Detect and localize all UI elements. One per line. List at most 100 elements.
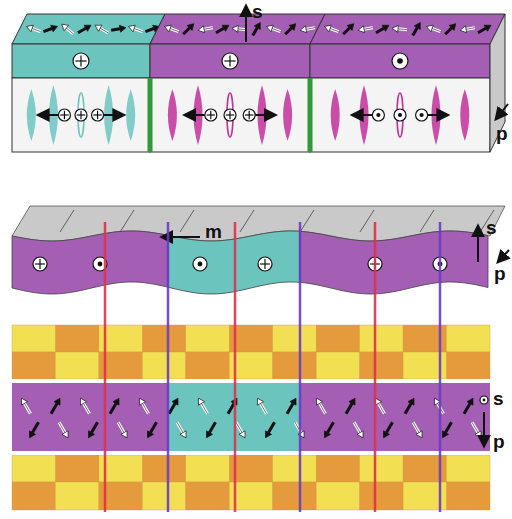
spin-head <box>449 24 456 31</box>
spin-shaft-edge <box>413 422 419 432</box>
spin-shaft <box>202 403 208 413</box>
spin-head <box>206 431 212 438</box>
spin-shaft <box>354 422 360 432</box>
spin-head <box>426 25 433 32</box>
surface-hatch <box>120 210 134 232</box>
spin-shaft <box>398 27 407 31</box>
s-direction-arrow <box>477 226 479 262</box>
out-of-page-symbol <box>394 109 406 121</box>
spin-head <box>467 398 473 405</box>
field-lens <box>126 89 135 141</box>
boundary-line <box>374 222 377 512</box>
boundary-line <box>299 222 302 512</box>
spin-shaft <box>320 403 326 413</box>
domain-boundaries <box>105 222 440 512</box>
spin-shaft-edge <box>84 403 90 413</box>
checker-cell <box>360 455 403 482</box>
spin-direction-label: s <box>486 218 497 238</box>
spin-shaft <box>285 28 291 34</box>
into-page-symbol <box>205 109 217 121</box>
dot-center <box>483 399 486 402</box>
spin-shaft <box>84 403 90 413</box>
cross-bar <box>264 259 265 269</box>
spin-head <box>172 398 178 405</box>
spin-head <box>113 398 119 405</box>
top-face-domain <box>150 14 325 44</box>
band-gap <box>12 379 490 383</box>
spin-shaft-edge <box>472 422 478 432</box>
spin-shaft-edge <box>261 403 267 413</box>
spin-shaft <box>183 28 189 34</box>
spin-shaft <box>111 29 120 31</box>
spin-shaft <box>432 28 440 31</box>
spin-shaft <box>236 422 242 432</box>
spin-shaft <box>328 422 334 432</box>
into-page-symbol <box>258 257 272 271</box>
spin-shaft-edge <box>320 403 326 413</box>
checker-cell <box>55 455 98 482</box>
spin-shaft <box>204 28 213 30</box>
surface-hatch <box>60 210 74 232</box>
checker-cell <box>273 455 316 482</box>
cross-bar <box>39 259 40 269</box>
front-strip-domain <box>12 44 150 78</box>
spin-shaft-edge <box>204 28 213 30</box>
spin-head <box>290 398 296 405</box>
dot-center <box>376 113 380 117</box>
spin-shaft-edge <box>379 403 385 413</box>
film-domain <box>12 231 168 294</box>
spin-head <box>84 25 91 31</box>
spin-head <box>51 25 58 32</box>
surface-hatch <box>240 210 254 232</box>
s-direction-arrow <box>245 6 247 42</box>
film-domain <box>300 231 488 294</box>
spin-head <box>232 25 238 32</box>
p-direction-arrow <box>483 412 485 446</box>
spin-head <box>164 25 171 32</box>
spin-shaft <box>210 422 216 432</box>
checkerboard-layer <box>12 325 490 510</box>
spin-head <box>375 398 381 405</box>
domain-wall <box>308 78 313 152</box>
checker-cell <box>12 352 55 379</box>
spin-shaft <box>405 403 411 413</box>
spin-shaft <box>330 28 338 31</box>
checker-cell <box>186 482 229 510</box>
polarization-label: p <box>494 264 506 284</box>
spin-shaft <box>216 28 224 33</box>
top-face-domain <box>12 14 165 44</box>
boundary-line <box>234 222 237 512</box>
spin-shaft <box>446 422 452 432</box>
spin-shaft <box>177 422 183 432</box>
spin-head <box>29 431 35 438</box>
spin-head <box>266 25 273 32</box>
spin-shaft <box>387 422 393 432</box>
spin-shaft <box>151 422 157 432</box>
spin-shaft <box>170 28 178 31</box>
spin-head <box>475 431 481 438</box>
spin-head <box>300 26 307 33</box>
top-face-domain <box>310 14 505 44</box>
checker-cell <box>55 482 98 510</box>
spin-shaft-edge <box>170 28 178 31</box>
checker-cell <box>447 352 490 379</box>
cross-bar <box>229 55 230 66</box>
dot-center <box>98 262 103 267</box>
checker-cell <box>12 455 55 482</box>
spin-head <box>180 431 186 438</box>
into-page-symbol <box>73 53 89 69</box>
field-lens <box>283 89 292 141</box>
checker-cell <box>142 482 185 510</box>
spin-head <box>257 398 263 405</box>
band-gap <box>12 451 490 455</box>
spin-shaft-edge <box>330 28 338 31</box>
spin-shaft <box>51 403 57 413</box>
checker-cell <box>360 352 403 379</box>
front-strip-domain <box>310 44 490 78</box>
spin-shaft-edge <box>177 422 183 432</box>
checker-cell <box>316 352 359 379</box>
spin-head <box>265 431 271 438</box>
spin-shaft <box>306 28 315 30</box>
dot-center <box>398 113 402 117</box>
spin-head <box>382 25 389 31</box>
